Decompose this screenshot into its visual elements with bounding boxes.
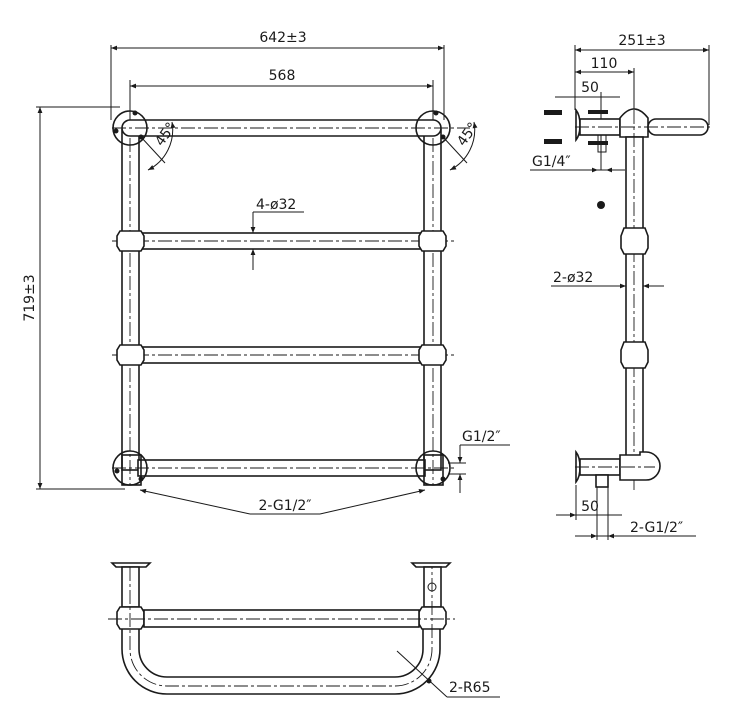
dim-overall-height: 719±3 xyxy=(22,106,125,490)
dim-vent-thread: G1/4″ xyxy=(530,134,625,209)
dim-bend-radius: 2-R65 xyxy=(396,650,500,698)
dim-bar-diameter: 4-ø32 xyxy=(250,197,304,270)
vent-thread-label: G1/4″ xyxy=(532,154,571,170)
left-upright xyxy=(121,129,140,471)
dim-bracket-offset-bottom: 50 xyxy=(556,485,622,520)
bend-radius-label: 2-R65 xyxy=(449,680,491,696)
side-connections-label: 2-G1/2″ xyxy=(630,520,683,536)
angle-right-label: 45° xyxy=(454,120,481,150)
bracket-offset-top-label: 50 xyxy=(581,80,599,96)
rail-2 xyxy=(112,230,455,252)
dim-side-connections: 2-G1/2″ xyxy=(575,487,696,540)
overall-width-label: 642±3 xyxy=(259,30,306,46)
rail-3 xyxy=(112,344,455,366)
overall-height-label: 719±3 xyxy=(22,274,38,321)
inlet-thread-label: G1/2″ xyxy=(462,429,501,445)
side-upright xyxy=(625,136,644,458)
bracket-offset-bottom-label: 50 xyxy=(581,499,599,515)
dim-inlet-thread: G1/2″ xyxy=(448,429,510,493)
dim-connections: 2-G1/2″ xyxy=(139,488,426,515)
dim-upright-diameter: 2-ø32 xyxy=(551,270,664,289)
top-view: 2-R65 xyxy=(108,562,500,698)
connections-label: 2-G1/2″ xyxy=(258,498,311,514)
bar-diameter-label: 4-ø32 xyxy=(256,197,296,213)
depth-to-center-label: 110 xyxy=(591,56,618,72)
rail-bottom xyxy=(112,450,455,486)
front-view: 642±3 568 719±3 45° xyxy=(22,30,510,515)
upright-diameter-label: 2-ø32 xyxy=(553,270,593,286)
side-view: 251±3 110 50 G1/4″ xyxy=(530,33,712,540)
overall-depth-label: 251±3 xyxy=(618,33,665,49)
center-width-label: 568 xyxy=(269,68,296,84)
right-upright xyxy=(423,129,442,471)
dim-overall-depth: 251±3 xyxy=(574,33,710,125)
